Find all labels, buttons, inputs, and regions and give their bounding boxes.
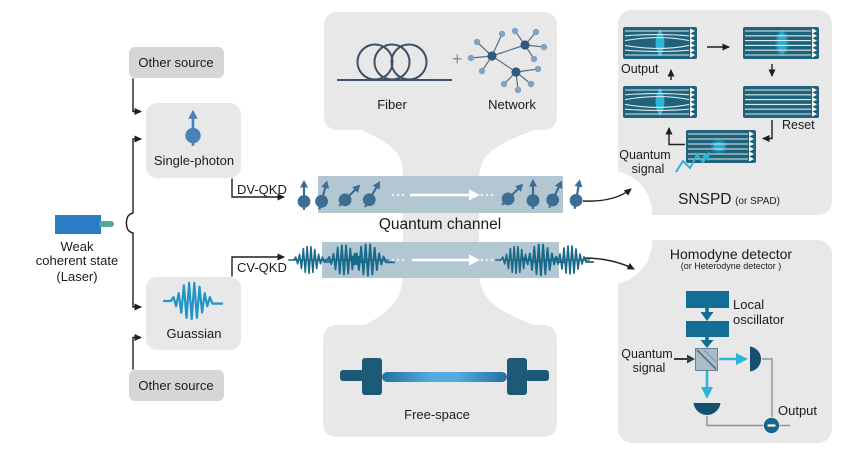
homodyne-title-alt: (or Heterodyne detector ) bbox=[680, 261, 782, 271]
homodyne-quantum-signal-line2: signal bbox=[632, 361, 666, 375]
nanowire-panel-absorb bbox=[686, 130, 756, 163]
nanowire-panel-output bbox=[623, 27, 697, 59]
beamsplitter-icon bbox=[695, 348, 718, 371]
snspd-quantum-signal-line1: Quantum bbox=[619, 148, 671, 162]
gaussian-label: Guassian bbox=[166, 326, 222, 341]
fiber-label: Fiber bbox=[377, 97, 407, 112]
quantum-channel-label: Quantum channel bbox=[378, 216, 502, 233]
homodyne-quantum-signal-line1: Quantum bbox=[621, 347, 673, 361]
snspd-title: SNSPD (or SPAD) bbox=[678, 191, 780, 208]
free-space-beam-icon bbox=[382, 372, 507, 382]
snspd-quantum-signal-line2: signal bbox=[631, 162, 665, 176]
telescope-right-body-icon bbox=[507, 358, 527, 395]
free-space-label: Free-space bbox=[404, 407, 470, 422]
cv-channel-band bbox=[322, 242, 559, 278]
homodyne-title: Homodyne detector bbox=[669, 246, 793, 262]
local-oscillator-box1-icon bbox=[686, 291, 729, 308]
local-oscillator-box2-icon bbox=[686, 321, 729, 337]
network-icon bbox=[467, 27, 548, 94]
network-label: Network bbox=[488, 97, 536, 112]
laser-label-line1: Weak bbox=[60, 239, 94, 254]
single-photon-label: Single-photon bbox=[153, 153, 235, 168]
dv-qkd-label: DV-QKD bbox=[237, 182, 287, 197]
laser-label-line2: coherent state bbox=[35, 253, 119, 268]
telescope-right-barrel-icon bbox=[525, 370, 549, 381]
hourglass-neck-path bbox=[352, 126, 546, 330]
cv-qkd-label: CV-QKD bbox=[237, 260, 287, 275]
laser-icon bbox=[55, 215, 101, 234]
box-other-source-bottom bbox=[129, 370, 224, 401]
snspd-output-label: Output bbox=[621, 62, 659, 76]
dv-channel-band bbox=[318, 176, 563, 213]
box-other-source-top bbox=[129, 47, 224, 78]
snspd-title-alt: (or SPAD) bbox=[735, 196, 780, 207]
snspd-title-main: SNSPD bbox=[678, 191, 732, 208]
nanowire-panel-recover bbox=[623, 86, 697, 118]
nanowire-panel-hotspot-grow bbox=[743, 27, 819, 59]
telescope-left-barrel-icon bbox=[340, 370, 364, 381]
laser-beam-stub-icon bbox=[99, 221, 114, 227]
laser-label-line3: (Laser) bbox=[56, 269, 98, 284]
local-oscillator-label-line2: oscillator bbox=[733, 312, 785, 327]
telescope-left-body-icon bbox=[362, 358, 382, 395]
fiber-coil-icon bbox=[337, 43, 452, 81]
local-oscillator-label-line1: Local bbox=[733, 297, 765, 312]
snspd-reset-label: Reset bbox=[782, 118, 815, 132]
other-source-top-label: Other source bbox=[138, 55, 214, 70]
box-homodyne bbox=[618, 240, 832, 443]
homodyne-output-label: Output bbox=[778, 403, 818, 418]
other-source-bottom-label: Other source bbox=[138, 378, 214, 393]
plus-sign: + bbox=[452, 49, 463, 69]
nanowire-panel-reset bbox=[743, 86, 819, 118]
homodyne-corner-notch bbox=[568, 200, 652, 284]
